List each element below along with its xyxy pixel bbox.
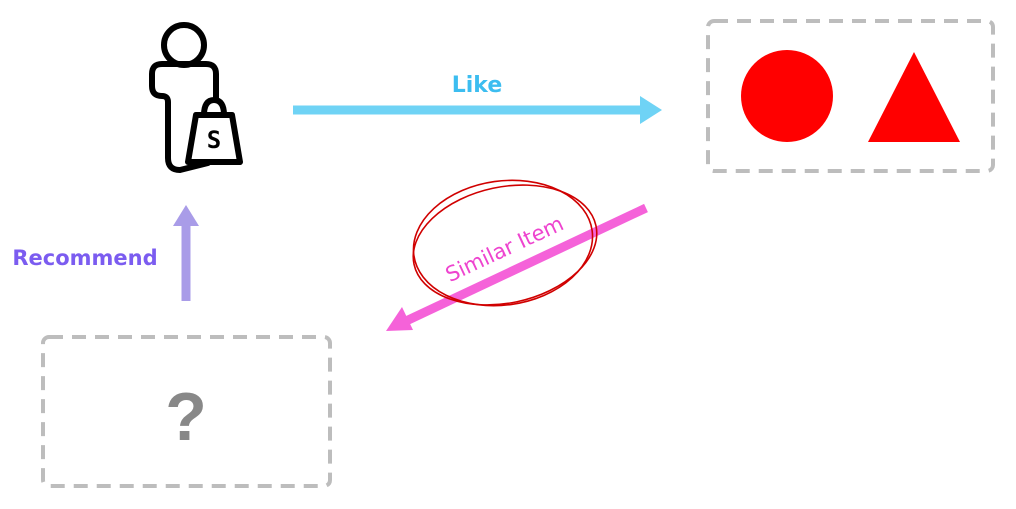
red-triangle-item: [868, 52, 960, 142]
recommended-item-box: [41, 335, 332, 488]
recommend-arrow: [173, 205, 199, 301]
red-circle-item: [741, 50, 833, 142]
shopper-with-bag-icon: [149, 22, 243, 173]
hand-drawn-circle: [412, 179, 598, 307]
question-mark: ?: [165, 379, 207, 455]
recommend-label: Recommend: [12, 246, 157, 270]
like-label: Like: [452, 73, 503, 98]
bag-letter: S: [207, 126, 221, 154]
like-arrow: [293, 96, 662, 124]
liked-items-box: [706, 19, 995, 173]
similar-item-arrow: [386, 203, 648, 331]
